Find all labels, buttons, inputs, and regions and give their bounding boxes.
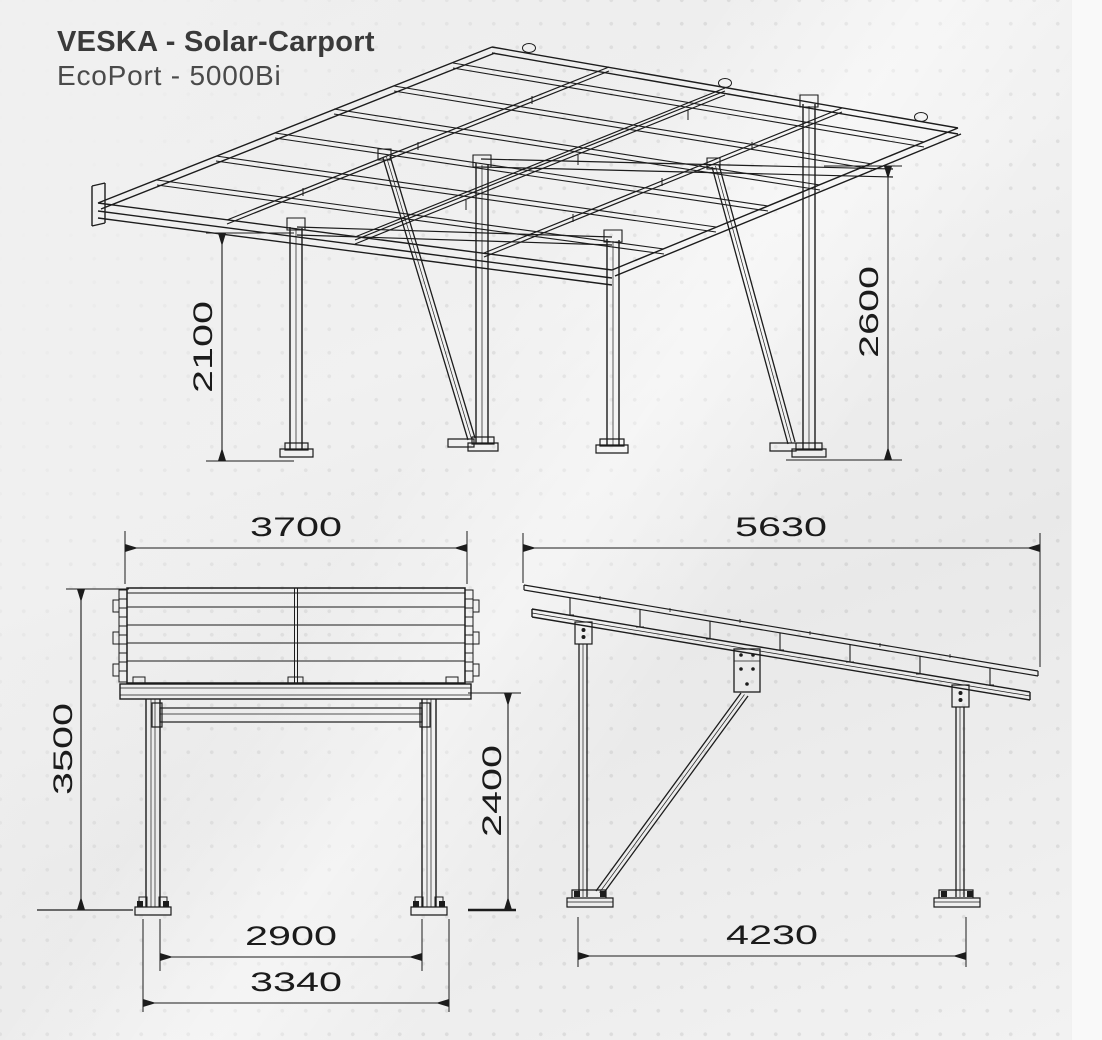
fv-dimension-base-width: 3340 [142,919,450,1012]
fv-support-frame [37,676,516,916]
dimension-label-4230: 4230 [726,920,818,950]
fv-base-plates [134,906,448,916]
fv-main-beam-lines [120,687,471,696]
sv-posts [578,644,965,897]
fv-posts [145,699,437,907]
dimension-extensions [124,531,468,584]
sv-support-structure [566,621,981,908]
side-view: 5630 4230 [522,512,1041,967]
iso-brace-inner-lines [386,156,792,444]
fv-solar-panels [112,587,480,684]
iso-post-inner-lines [295,106,810,449]
sv-rail-bolt-marks [599,596,951,658]
fv-post-inner-lines [150,699,432,907]
dimension-label-5630: 5630 [735,512,827,542]
sv-right-post-bracket [951,684,970,708]
fv-panel-divider [294,588,298,683]
iso-eave-beams [296,158,894,246]
dimension-extensions [142,919,450,1012]
iso-roof-frame [91,43,962,286]
sv-diagonal-brace [595,692,749,895]
right-white-strip [1071,0,1102,1040]
sv-base-bolts [574,891,973,897]
fv-post-gussets [138,896,444,908]
dimension-label-3500: 3500 [48,703,78,795]
front-view: 3700 3500 2400 2900 3340 [37,512,521,1012]
sv-standoff-feet [566,614,994,686]
sv-center-brace-bracket [733,648,761,693]
fv-base-bolts [137,901,445,907]
fv-cross-rail-end-plates [151,702,431,728]
fv-main-beam [119,683,472,700]
iso-rail-clamps [302,96,753,222]
fv-panel-slat-lines [127,592,465,662]
dimension-label-2400: 2400 [477,745,507,837]
iso-post-brackets [286,94,819,243]
iso-braces [382,155,796,445]
dimension-label-3340: 3340 [250,967,342,997]
dimension-label-2900: 2900 [245,921,337,951]
iso-dimension-rear-post-height: 2600 [786,165,902,461]
dimension-extensions [159,919,423,971]
iso-support-structure [279,94,827,458]
sv-brace-inner-line [599,694,745,893]
sv-girder-inner-line [531,612,1031,697]
sv-bracket-bolts [581,628,963,702]
dimension-label-2100: 2100 [188,301,218,393]
dimension-extensions [522,533,1041,667]
fv-dimension-overall-height: 3500 [48,588,129,910]
fv-panel-outline [126,587,466,684]
iso-dimension-front-post-height: 2100 [188,232,294,462]
isometric-view: 2100 2600 [91,43,962,462]
fv-side-mounting-brackets [112,589,480,683]
dimension-ticks [206,232,294,462]
fv-dimension-roof-width: 3700 [124,512,468,584]
background-light-wash [0,0,1072,1040]
title-block: VESKA - Solar-Carport EcoPort - 5000Bi [57,26,375,92]
sv-standoffs [569,598,991,685]
fv-dimension-post-spacing: 2900 [159,919,423,971]
page-subtitle: EcoPort - 5000Bi [57,60,282,91]
sv-dimension-roof-length: 5630 [522,512,1041,667]
sv-post-inner-lines [582,644,961,897]
iso-posts [289,104,816,450]
iso-mounting-rails [226,66,843,258]
fv-panel-feet [132,676,459,685]
sv-dimension-post-spacing: 4230 [577,917,967,967]
sv-sloped-roof [523,584,1039,701]
page-title: VESKA - Solar-Carport [57,26,375,58]
dimension-label-2600: 2600 [854,266,884,358]
sv-left-post-bracket [574,621,593,645]
sv-main-girder [531,608,1031,701]
fv-cross-rail [159,707,423,723]
iso-base-plates [279,436,827,458]
sv-base-plates [566,889,981,908]
sv-panel-rail [523,584,1039,677]
fv-dimension-clearance-height: 2400 [468,692,521,910]
dimension-label-3700: 3700 [250,512,342,542]
iso-roof-hooks [522,43,928,122]
